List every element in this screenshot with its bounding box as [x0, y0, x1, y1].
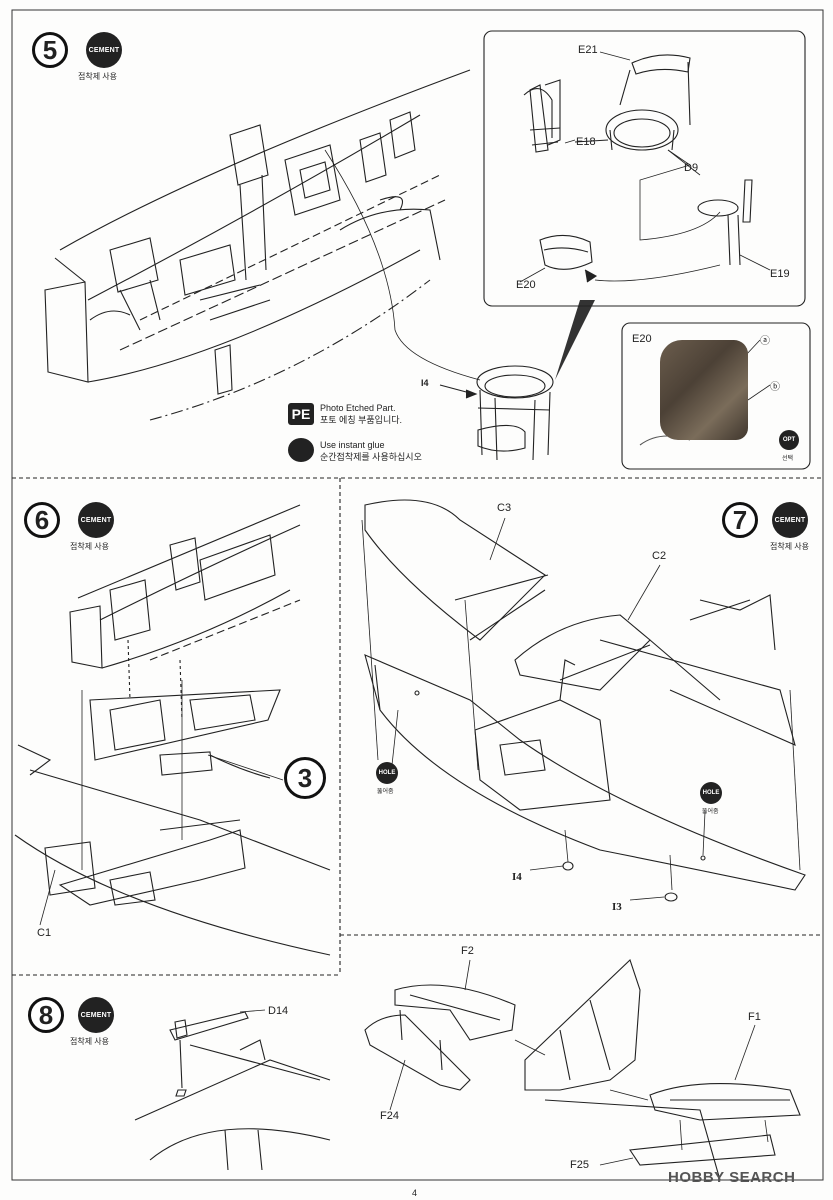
hole-badge-text: HOLE	[378, 770, 396, 776]
part-label-e19: E19	[770, 268, 790, 280]
step-6-number: 6	[34, 504, 50, 535]
hole-icon: HOLE	[700, 782, 722, 804]
glue-legend-kr: 순간접착제를 사용하십시오	[320, 452, 422, 462]
step5-seat-assembly	[439, 365, 554, 461]
cement-icon: CEMENT	[78, 502, 114, 538]
step-8-badge: 8	[28, 997, 64, 1033]
pe-legend-kr: 포토 에칭 부품입니다.	[320, 415, 403, 425]
hole-icon: HOLE	[376, 762, 398, 784]
part-label-c1: C1	[37, 927, 52, 939]
seat-photo	[660, 340, 748, 440]
step6-fuselage-drawing	[14, 504, 331, 956]
pe-legend-en: Photo Etched Part.	[320, 403, 396, 413]
sub-step-3-badge: 3	[284, 757, 326, 799]
step-8-number: 8	[38, 999, 54, 1030]
page-number: 4	[412, 1188, 418, 1198]
detail-seat-parts	[523, 54, 753, 283]
cement-icon: CEMENT	[772, 502, 808, 538]
step-7-number: 7	[732, 504, 748, 535]
hole-badge-text: HOLE	[702, 790, 720, 796]
part-label-c3: C3	[497, 502, 512, 514]
cement-badge-text: CEMENT	[80, 1011, 112, 1019]
cement-badge-text: CEMENT	[774, 516, 806, 524]
part-label-f1: F1	[748, 1011, 761, 1023]
hole-note: 뚫어줌	[377, 789, 394, 795]
part-label-e21: E21	[578, 44, 598, 56]
part-label-e20: E20	[516, 279, 536, 291]
opt-badge-text: OPT	[782, 437, 796, 443]
part-label-f24: F24	[380, 1110, 399, 1122]
cement-note: 접착제 사용	[70, 1037, 110, 1046]
callout-b: ⓑ	[770, 382, 780, 393]
step5-fuselage-drawing	[44, 69, 471, 421]
cement-icon: CEMENT	[78, 997, 114, 1033]
cement-icon: CEMENT	[86, 32, 122, 68]
part-label-f2: F2	[461, 945, 474, 957]
step7-wing-drawing	[361, 499, 806, 902]
part-label-e18: E18	[576, 136, 596, 148]
instant-glue-icon	[288, 438, 314, 462]
opt-note: 선택	[782, 456, 794, 462]
cement-note: 접착제 사용	[770, 542, 810, 551]
part-label-i4-arrow: I4	[421, 378, 429, 388]
part-label-d14: D14	[268, 1005, 289, 1017]
opt-icon: OPT	[779, 430, 799, 450]
step-6-badge: 6	[24, 502, 60, 538]
part-label-i3: I3	[612, 901, 622, 913]
part-label-f25: F25	[570, 1159, 589, 1171]
hole-note: 뚫어줌	[702, 809, 719, 815]
cement-badge-text: CEMENT	[88, 46, 120, 54]
step-5-number: 5	[42, 34, 58, 65]
cement-badge-text: CEMENT	[80, 516, 112, 524]
pe-badge-text: PE	[291, 406, 311, 422]
watermark: HOBBY SEARCH	[668, 1169, 796, 1186]
glue-legend: Use instant glue 순간접착제를 사용하십시오	[320, 439, 422, 463]
callout-a: ⓐ	[760, 336, 770, 347]
part-label-i4: I4	[512, 871, 522, 883]
step-5-badge: 5	[32, 32, 68, 68]
glue-legend-en: Use instant glue	[320, 440, 385, 450]
pe-legend: Photo Etched Part. 포토 에칭 부품입니다.	[320, 402, 402, 426]
photo-etched-icon: PE	[288, 403, 314, 425]
part-label-c2: C2	[652, 550, 667, 562]
part-label-d9: D9	[684, 162, 699, 174]
cement-note: 접착제 사용	[70, 542, 110, 551]
photo-label-e20: E20	[632, 333, 652, 345]
cement-note: 접착제 사용	[78, 72, 118, 81]
step-7-badge: 7	[722, 502, 758, 538]
step8-tail-drawing	[134, 959, 801, 1181]
sub-step-3-number: 3	[297, 762, 313, 793]
